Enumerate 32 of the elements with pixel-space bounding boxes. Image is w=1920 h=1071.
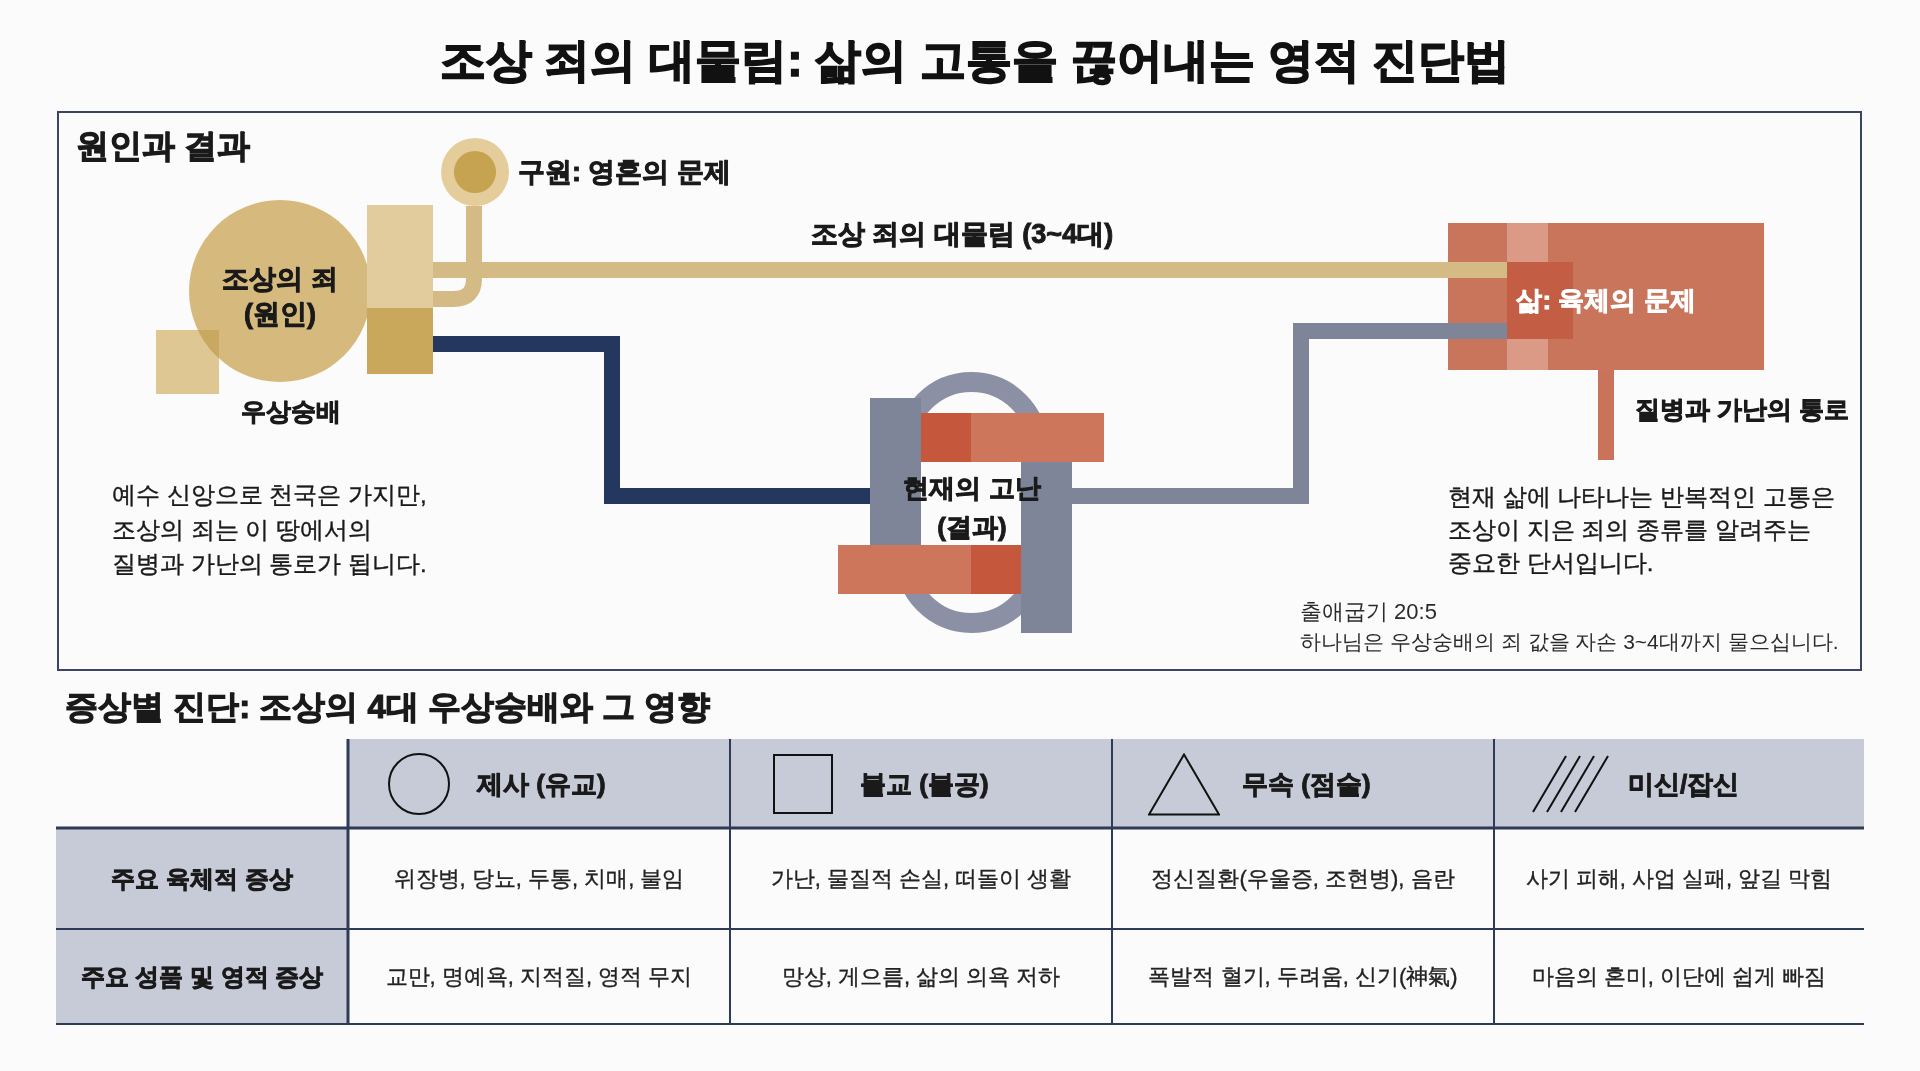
node-caption: 질병과 가난의 통로	[1635, 394, 1849, 426]
table-text: 가난, 물질적 손실, 떠돌이 생활	[770, 864, 1072, 893]
row-header: 주요 육체적 증상	[56, 828, 348, 929]
quote-text: 하나님은 우상숭배의 죄 값을 자손 3~4대까지 물으십니다.	[1300, 628, 1839, 655]
table-text: 정신질환(우울증, 조현병), 음란	[1151, 864, 1455, 893]
connector-line	[433, 336, 870, 504]
table-text: 사기 피해, 사업 실패, 앞길 막힘	[1525, 864, 1833, 893]
connector-line	[433, 262, 1448, 278]
connector-line	[1072, 323, 1448, 504]
description-text: 현재 삶에 나타나는 반복적인 고통은 조상이 지은 죄의 종류를 알려주는 중요한 단서입니다.	[1448, 482, 1836, 578]
header-label: 무속 (점술)	[1242, 767, 1371, 800]
row-header: 주요 성품 및 영적 증상	[56, 929, 348, 1024]
table-text: 위장병, 당뇨, 두통, 치매, 불임	[393, 864, 685, 893]
description-text: 예수 신앙으로 천국은 가지만, 조상의 죄는 이 땅에서의 질병과 가난의 통로가 됩니다.	[112, 480, 428, 579]
table-text: 망상, 게으름, 삶의 의욕 저하	[781, 962, 1061, 991]
header-label: 제사 (유교)	[477, 767, 606, 800]
citation-text: 출애굽기 20:5	[1300, 598, 1437, 626]
node-label: 삶: 육체의 문제	[1516, 283, 1696, 317]
connector-line	[1598, 370, 1614, 460]
header-label: 미신/잡신	[1628, 767, 1740, 800]
header-label: 불교 (불공)	[860, 767, 989, 800]
table-text: 교만, 명예욕, 지적질, 영적 무지	[385, 962, 693, 991]
title: 조상 죄의 대물림: 삶의 고통을 끊어내는 영적 진단법	[439, 33, 1511, 89]
table-text: 폭발적 혈기, 두려움, 신기(神氣)	[1148, 962, 1458, 991]
connector-line	[433, 206, 482, 307]
node-caption: 우상숭배	[241, 396, 341, 428]
node-label: 조상의 죄 (원인)	[221, 263, 339, 331]
table-text: 마음의 혼미, 이단에 쉽게 빠짐	[1531, 962, 1827, 991]
panel	[57, 111, 1862, 671]
node-caption: 구원: 영혼의 문제	[518, 156, 731, 190]
panel-heading: 원인과 결과	[76, 126, 251, 167]
section-heading: 증상별 진단: 조상의 4대 우상숭배와 그 영향	[65, 687, 711, 728]
